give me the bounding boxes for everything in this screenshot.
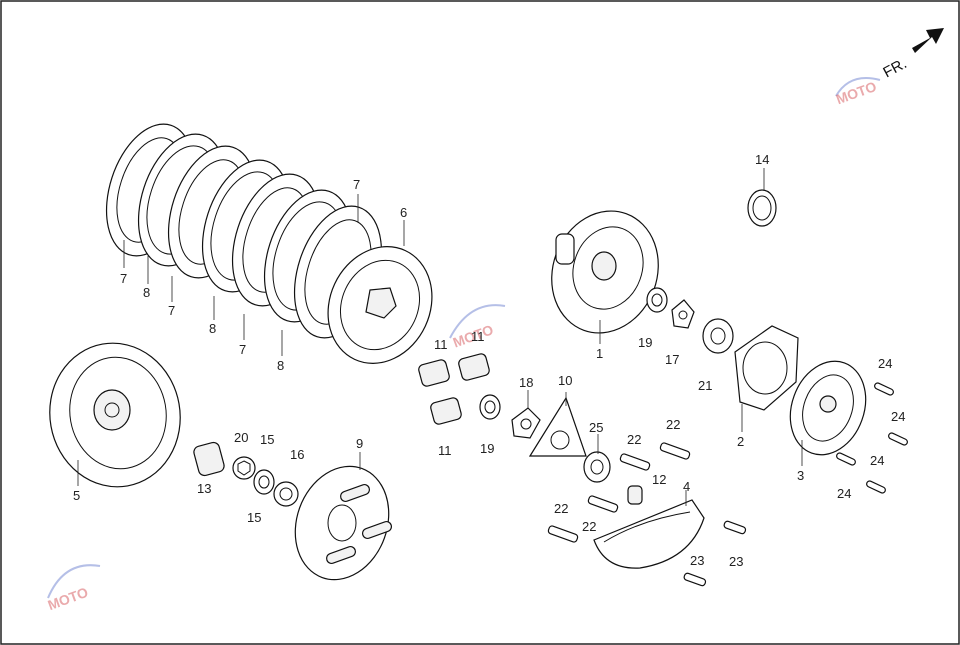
callout-16: 16 <box>290 447 304 462</box>
callout-9: 9 <box>356 436 363 451</box>
callout-6: 6 <box>400 205 407 220</box>
hex-collar <box>232 456 256 480</box>
screw <box>866 480 886 494</box>
screw <box>888 432 908 446</box>
washer <box>273 481 299 507</box>
leader-lines <box>77 168 803 506</box>
callout-8: 8 <box>209 321 216 336</box>
callout-11: 11 <box>434 337 448 352</box>
screw <box>874 382 894 396</box>
clutch-spring <box>458 353 490 381</box>
thrust-washer <box>253 469 275 495</box>
callout-7: 7 <box>120 271 127 286</box>
callout-22: 22 <box>627 432 641 447</box>
callout-3: 3 <box>797 468 804 483</box>
clutch-housing <box>49 342 181 488</box>
screw <box>836 452 856 466</box>
callout-7: 7 <box>239 342 246 357</box>
watermark-bottom-left: MOTO <box>45 564 101 613</box>
callout-13: 13 <box>197 481 211 496</box>
front-direction-indicator: FR. <box>880 28 944 81</box>
callout-11: 11 <box>471 329 485 344</box>
bushing <box>193 441 225 477</box>
callout-7: 7 <box>168 303 175 318</box>
washer <box>646 287 668 313</box>
spacer-collar <box>702 318 734 354</box>
callout-1: 1 <box>596 346 603 361</box>
lock-plate <box>511 407 541 439</box>
callout-24: 24 <box>870 453 884 468</box>
clutch-hub <box>294 465 392 581</box>
lifter-plate <box>528 396 587 457</box>
callout-5: 5 <box>73 488 80 503</box>
callout-17: 17 <box>665 352 679 367</box>
callout-8: 8 <box>277 358 284 373</box>
callout-7: 7 <box>353 177 360 192</box>
oil-pipe <box>627 485 643 505</box>
lock-washer <box>671 299 695 329</box>
callout-24: 24 <box>878 356 892 371</box>
bolt <box>547 525 579 543</box>
callout-22: 22 <box>666 417 680 432</box>
clutch-spring <box>430 397 462 425</box>
washer <box>479 394 501 420</box>
callout-15: 15 <box>260 432 274 447</box>
callout-8: 8 <box>143 285 150 300</box>
callout-24: 24 <box>891 409 905 424</box>
clutch-spring <box>418 359 450 387</box>
callout-14: 14 <box>755 152 769 167</box>
clutch-cover <box>789 360 867 456</box>
bolt <box>587 495 619 513</box>
clutch-plate-stack <box>105 123 383 339</box>
shim <box>747 189 777 227</box>
front-direction-label: FR. <box>880 55 909 81</box>
callout-25: 25 <box>589 420 603 435</box>
pressure-plate <box>327 246 433 364</box>
bearing <box>583 451 611 483</box>
callout-23: 23 <box>729 554 743 569</box>
watermark-text: MOTO <box>834 78 879 107</box>
callout-15: 15 <box>247 510 261 525</box>
callout-24: 24 <box>837 486 851 501</box>
bolt <box>619 453 651 471</box>
callout-12: 12 <box>652 472 666 487</box>
oil-guide-plate <box>593 499 705 569</box>
watermark-top-right: MOTO <box>834 77 881 107</box>
callout-labels: 1 2 3 4 5 6 7 7 7 7 8 8 8 9 10 11 11 11 … <box>73 152 905 569</box>
callout-21: 21 <box>698 378 712 393</box>
callout-18: 18 <box>519 375 533 390</box>
callout-20: 20 <box>234 430 248 445</box>
gasket <box>734 325 799 411</box>
callout-4: 4 <box>683 479 690 494</box>
callout-19: 19 <box>480 441 494 456</box>
callout-22: 22 <box>582 519 596 534</box>
front-direction-arrow-icon <box>912 28 944 53</box>
bolt <box>683 572 707 587</box>
callout-22: 22 <box>554 501 568 516</box>
bolt <box>723 520 747 535</box>
callout-23: 23 <box>690 553 704 568</box>
callout-2: 2 <box>737 434 744 449</box>
bolt <box>659 442 691 460</box>
callout-19: 19 <box>638 335 652 350</box>
callout-11: 11 <box>438 443 452 458</box>
callout-10: 10 <box>558 373 572 388</box>
primary-drive-gear <box>551 210 659 334</box>
